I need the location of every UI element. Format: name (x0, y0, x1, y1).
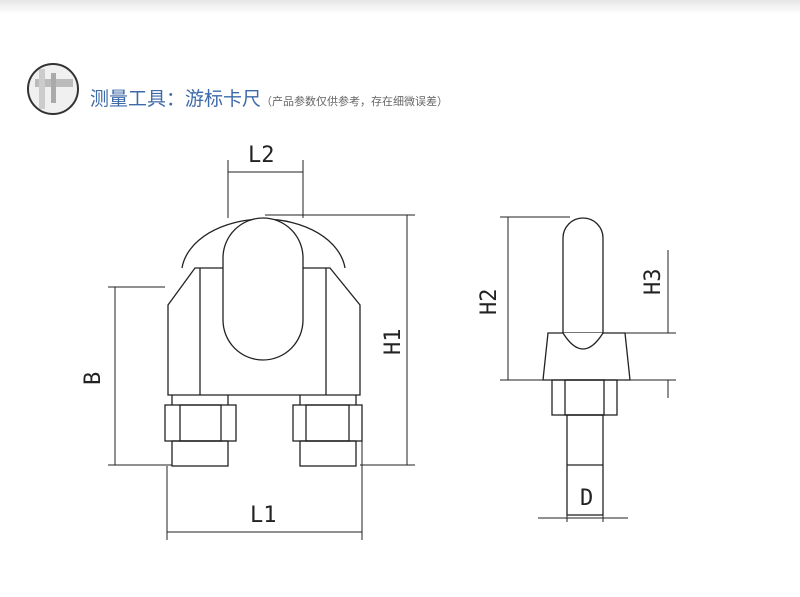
dim-h3: H3 (641, 269, 666, 296)
side-view (542, 217, 631, 516)
dim-b: B (81, 372, 106, 385)
front-view (164, 217, 363, 467)
title-text: 测量工具：游标卡尺 (90, 88, 262, 110)
dim-h2: H2 (477, 289, 502, 316)
dim-h1: H1 (381, 329, 406, 356)
caliper-icon (27, 63, 79, 115)
page-title: 测量工具：游标卡尺（产品参数仅供参考，存在细微误差） (90, 84, 448, 111)
title-note: （产品参数仅供参考，存在细微误差） (261, 95, 449, 108)
top-divider (0, 0, 800, 14)
dim-l1: L1 (250, 503, 277, 528)
dim-d: D (580, 486, 593, 511)
dim-l2: L2 (248, 143, 275, 168)
dimension-lines (108, 160, 676, 540)
